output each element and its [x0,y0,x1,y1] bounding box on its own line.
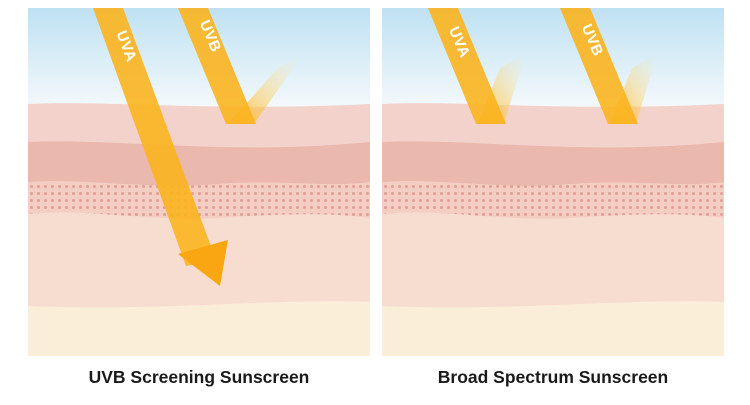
uvb-ray: UVB [560,8,657,124]
skin-diagram-left: UVB UVA [28,8,370,356]
sky-layer [382,8,724,112]
epidermis-layer [28,141,370,194]
subcutaneous-layer [382,301,724,356]
dermis-layer [382,212,724,310]
panel-uvb-screening: UVB UVA [28,8,370,356]
uva-ray: UVA [93,8,228,286]
skin-diagram-right: UVA UVB [382,8,724,356]
caption-uvb-screening: UVB Screening Sunscreen [88,367,310,387]
uva-ray: UVA [428,8,525,124]
subcutaneous-layer [28,301,370,356]
panel-broad-spectrum: UVA UVB [382,8,724,356]
caption-broad-spectrum: Broad Spectrum Sunscreen [437,367,669,387]
epidermis-layer [382,141,724,194]
